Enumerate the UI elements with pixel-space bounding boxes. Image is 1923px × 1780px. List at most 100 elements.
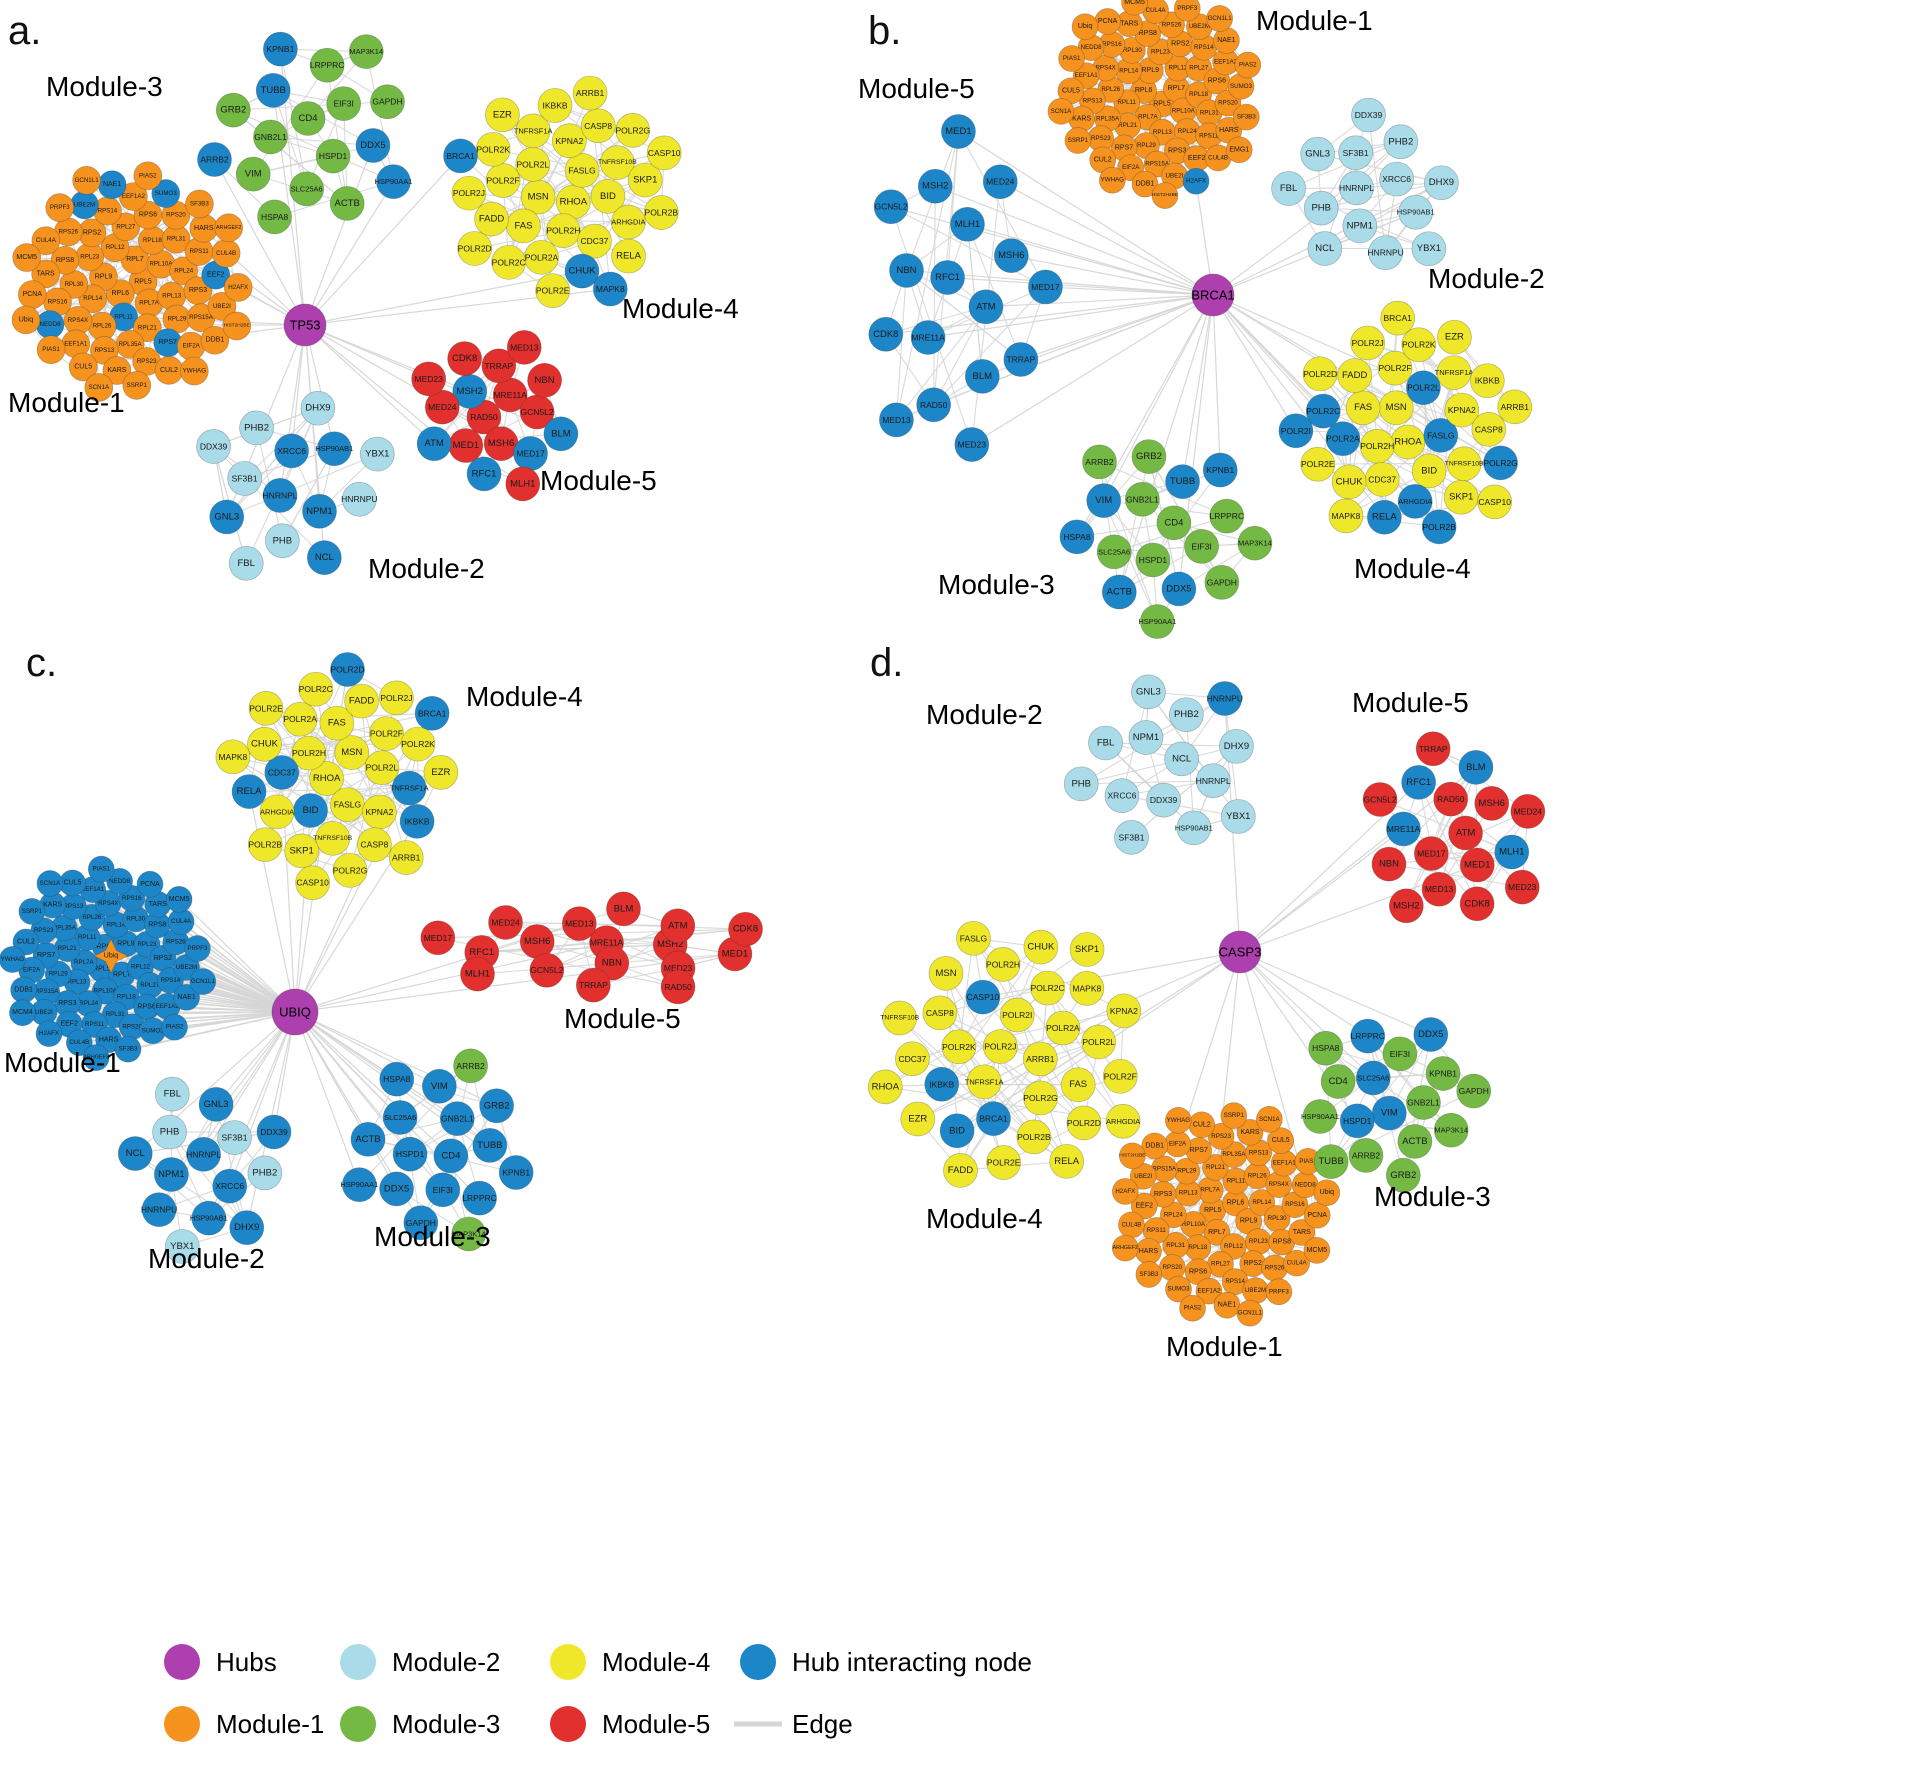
gene-node[interactable]: [1416, 732, 1450, 766]
gene-node[interactable]: [950, 207, 984, 241]
gene-node[interactable]: [1097, 535, 1131, 569]
gene-node[interactable]: [967, 1065, 1001, 1099]
gene-node[interactable]: [983, 1030, 1017, 1064]
gene-node[interactable]: [1059, 46, 1085, 72]
gene-node[interactable]: [1136, 543, 1170, 577]
gene-node[interactable]: [1460, 848, 1494, 882]
gene-node[interactable]: [351, 1122, 385, 1156]
gene-node[interactable]: [1072, 14, 1098, 40]
gene-node[interactable]: [869, 317, 903, 351]
gene-node[interactable]: [452, 176, 486, 210]
gene-node[interactable]: [1196, 764, 1230, 798]
gene-node[interactable]: [1279, 414, 1313, 448]
gene-node[interactable]: [401, 727, 435, 761]
gene-node[interactable]: [1087, 484, 1121, 518]
gene-node[interactable]: [422, 1069, 456, 1103]
gene-node[interactable]: [506, 209, 540, 243]
gene-node[interactable]: [1343, 209, 1377, 243]
gene-node[interactable]: [248, 727, 282, 761]
gene-node[interactable]: [1119, 1143, 1145, 1169]
gene-node[interactable]: [370, 85, 404, 119]
gene-node[interactable]: [76, 243, 104, 271]
gene-node[interactable]: [1478, 485, 1512, 519]
gene-node[interactable]: [1460, 887, 1494, 921]
gene-node[interactable]: [644, 195, 678, 229]
gene-node[interactable]: [228, 461, 262, 495]
gene-node[interactable]: [283, 702, 317, 736]
gene-node[interactable]: [1475, 786, 1509, 820]
gene-node[interactable]: [1406, 1085, 1440, 1119]
gene-node[interactable]: [434, 1139, 468, 1173]
gene-node[interactable]: [37, 336, 65, 364]
gene-node[interactable]: [1372, 847, 1406, 881]
gene-node[interactable]: [923, 996, 957, 1030]
gene-node[interactable]: [98, 171, 126, 199]
gene-node[interactable]: [1389, 889, 1423, 923]
gene-node[interactable]: [393, 1137, 427, 1171]
gene-node[interactable]: [1000, 998, 1034, 1032]
gene-node[interactable]: [448, 342, 482, 376]
gene-node[interactable]: [1412, 232, 1446, 266]
gene-node[interactable]: [37, 870, 63, 896]
gene-node[interactable]: [296, 866, 330, 900]
gene-node[interactable]: [1346, 391, 1380, 425]
gene-node[interactable]: [463, 1181, 497, 1215]
gene-node[interactable]: [118, 1137, 152, 1171]
gene-node[interactable]: [213, 1169, 247, 1203]
gene-node[interactable]: [1237, 1300, 1263, 1326]
gene-node[interactable]: [489, 905, 523, 939]
gene-node[interactable]: [1089, 726, 1123, 760]
gene-node[interactable]: [1102, 575, 1136, 609]
gene-node[interactable]: [294, 793, 328, 827]
gene-node[interactable]: [929, 956, 963, 990]
gene-node[interactable]: [60, 870, 86, 896]
gene-node[interactable]: [484, 427, 518, 461]
gene-node[interactable]: [426, 1173, 460, 1207]
gene-node[interactable]: [1152, 183, 1178, 209]
gene-node[interactable]: [1449, 816, 1483, 850]
gene-node[interactable]: [1447, 447, 1481, 481]
gene-node[interactable]: [330, 186, 364, 220]
gene-node[interactable]: [13, 244, 41, 272]
gene-node[interactable]: [1414, 837, 1448, 871]
gene-node[interactable]: [357, 828, 391, 862]
gene-node[interactable]: [943, 1153, 977, 1187]
gene-node[interactable]: [1189, 1112, 1215, 1138]
gene-node[interactable]: [1383, 1037, 1417, 1071]
gene-node[interactable]: [956, 921, 990, 955]
gene-node[interactable]: [1399, 195, 1433, 229]
gene-node[interactable]: [1398, 484, 1432, 518]
gene-node[interactable]: [942, 1030, 976, 1064]
gene-node[interactable]: [647, 136, 681, 170]
gene-node[interactable]: [486, 163, 520, 197]
gene-node[interactable]: [1303, 1099, 1337, 1133]
gene-node[interactable]: [1262, 1255, 1288, 1281]
gene-node[interactable]: [955, 428, 989, 462]
gene-node[interactable]: [1369, 236, 1403, 270]
gene-node[interactable]: [1207, 5, 1233, 31]
gene-node[interactable]: [1356, 1061, 1390, 1095]
gene-node[interactable]: [1484, 446, 1518, 480]
gene-node[interactable]: [1380, 162, 1414, 196]
gene-node[interactable]: [155, 356, 183, 384]
gene-node[interactable]: [216, 93, 250, 127]
gene-node[interactable]: [1412, 454, 1446, 488]
gene-node[interactable]: [1050, 1144, 1084, 1178]
gene-node[interactable]: [890, 253, 924, 287]
gene-node[interactable]: [1065, 128, 1091, 154]
gene-node[interactable]: [154, 1157, 188, 1191]
gene-node[interactable]: [925, 1067, 959, 1101]
gene-node[interactable]: [18, 281, 46, 309]
gene-node[interactable]: [9, 1000, 35, 1026]
gene-node[interactable]: [1304, 1237, 1330, 1263]
gene-node[interactable]: [917, 388, 951, 422]
gene-node[interactable]: [365, 751, 399, 785]
gene-node[interactable]: [0, 947, 25, 973]
gene-node[interactable]: [1437, 356, 1471, 390]
gene-node[interactable]: [987, 1145, 1021, 1179]
gene-node[interactable]: [941, 115, 975, 149]
gene-node[interactable]: [190, 969, 216, 995]
gene-node[interactable]: [380, 1062, 414, 1096]
gene-node[interactable]: [1067, 1106, 1101, 1140]
gene-node[interactable]: [212, 239, 240, 267]
